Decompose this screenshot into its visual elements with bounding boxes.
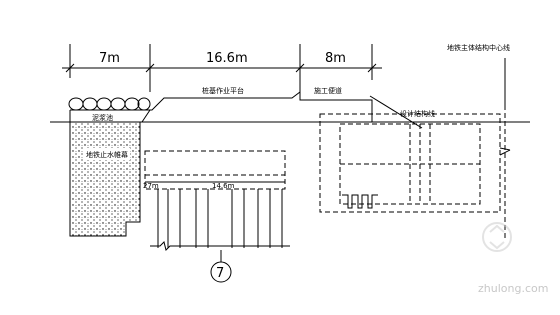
platform-outline	[70, 91, 373, 122]
axis-number: 7	[216, 266, 224, 281]
leader-line	[369, 95, 423, 129]
dim-right-label: 8m	[325, 51, 346, 66]
metro-centerline-label: 地铁主体结构中心线	[447, 43, 510, 52]
platform-slope	[141, 109, 151, 123]
dim-tick	[145, 63, 155, 73]
metro-waterproof-wall	[69, 121, 141, 237]
wall-label-bg	[84, 148, 130, 160]
axis-circle	[210, 261, 232, 283]
piles	[150, 189, 290, 251]
embankment-stones	[68, 97, 151, 111]
dim-tick	[65, 63, 75, 73]
metro-structure	[319, 113, 511, 213]
design-line-label: 设计结构线	[400, 109, 435, 118]
pile-left-label: 27m	[143, 182, 159, 190]
mud-pond-label: 泥浆池	[92, 113, 113, 122]
watermark-logo	[482, 222, 512, 252]
pile-span-label: 14.6m	[212, 182, 235, 190]
dim-left-label: 7m	[99, 51, 120, 66]
dim-tick	[295, 63, 305, 73]
pile-cap	[144, 150, 286, 190]
watermark-text: zhulong.com	[478, 282, 548, 295]
construction-road-label: 施工便道	[314, 86, 342, 95]
dim-tick	[367, 63, 377, 73]
dim-middle-label: 16.6m	[206, 51, 248, 66]
pile-platform-label: 桩基作业平台	[202, 86, 244, 95]
metro-wall-label: 地铁止水帷幕	[86, 150, 128, 159]
